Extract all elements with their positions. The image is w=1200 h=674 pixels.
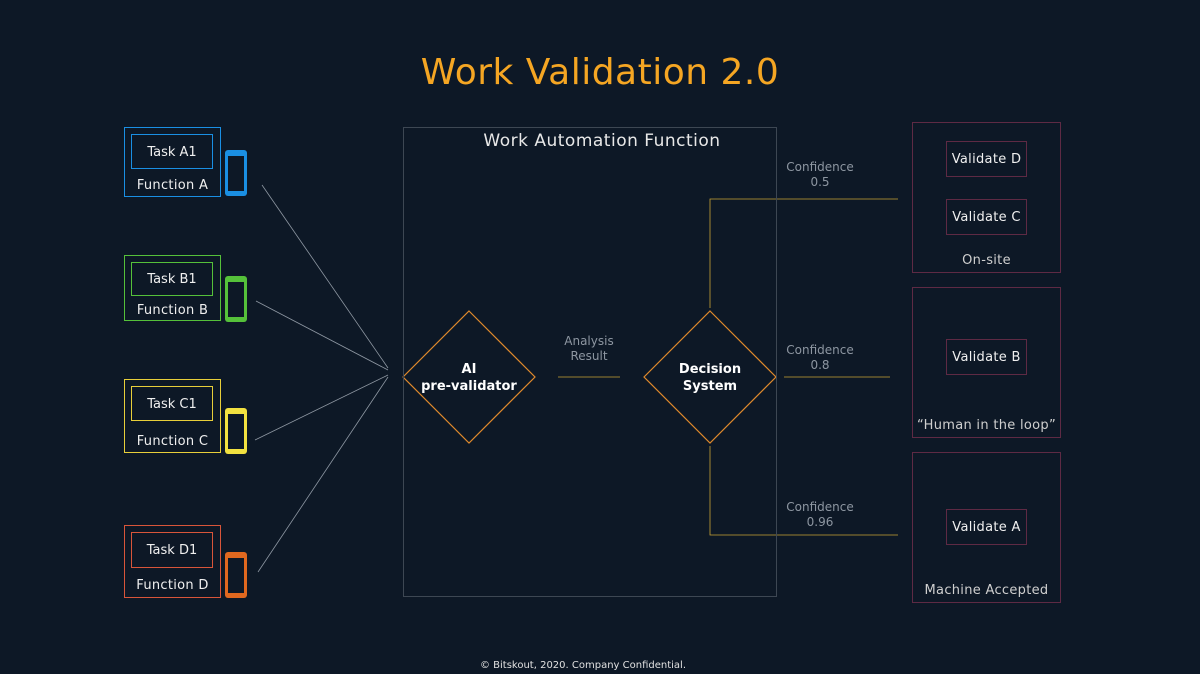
- automation-title: Work Automation Function: [483, 131, 721, 151]
- footer-copyright: © Bitskout, 2020. Company Confidential.: [479, 660, 687, 671]
- task-b1-label: Task B1: [147, 272, 197, 287]
- function-b-label: Function B: [136, 303, 209, 318]
- automation-frame: [403, 127, 777, 597]
- task-d1-label: Task D1: [146, 543, 198, 558]
- task-b1-box: Task B1: [131, 262, 213, 296]
- page-title: Work Validation 2.0: [420, 52, 780, 93]
- task-c1-box: Task C1: [131, 386, 213, 421]
- prevalidator-label: AI pre-validator: [421, 362, 517, 394]
- validate-b-label: Validate B: [952, 350, 1021, 365]
- machine-accepted-group: [912, 452, 1061, 603]
- validate-c-label: Validate C: [952, 210, 1021, 225]
- confidence-label-d: Confidence 0.5: [780, 160, 860, 190]
- confidence-label-b: Confidence 0.8: [780, 343, 860, 373]
- decision-label: Decision System: [678, 362, 742, 394]
- function-b-box: [124, 255, 221, 321]
- validate-d-label: Validate D: [951, 152, 1022, 167]
- phone-icon: [225, 150, 247, 196]
- confidence-value: 0.8: [810, 358, 830, 372]
- decision-to-validate-a: [709, 446, 898, 536]
- on-site-group: [912, 122, 1061, 273]
- confidence-value: 0.5: [810, 175, 830, 189]
- validate-a-box: Validate A: [946, 509, 1027, 545]
- confidence-value: 0.96: [806, 515, 834, 529]
- task-a1-label: Task A1: [147, 145, 197, 160]
- confidence-title: Confidence: [786, 160, 854, 174]
- function-d-box: [124, 525, 221, 598]
- line-function-d: [257, 376, 389, 573]
- function-d-label: Function D: [136, 578, 209, 593]
- on-site-label: On-site: [962, 253, 1011, 268]
- function-c-box: [124, 379, 221, 453]
- confidence-label-a: Confidence 0.96: [780, 500, 860, 530]
- task-c1-label: Task C1: [147, 397, 197, 412]
- confidence-title: Confidence: [786, 343, 854, 357]
- analysis-result-label: Analysis Result: [564, 334, 614, 363]
- function-a-label: Function A: [136, 178, 209, 193]
- task-d1-box: Task D1: [131, 532, 213, 568]
- line-function-b: [255, 300, 389, 371]
- phone-icon: [225, 276, 247, 322]
- validate-a-label: Validate A: [952, 520, 1021, 535]
- decision-diamond: [643, 310, 777, 444]
- human-in-loop-group: [912, 287, 1061, 438]
- decision-to-validate-d: [709, 198, 898, 308]
- confidence-title: Confidence: [786, 500, 854, 514]
- line-function-c: [254, 374, 389, 441]
- validate-c-box: Validate C: [946, 199, 1027, 235]
- task-a1-box: Task A1: [131, 134, 213, 169]
- validate-b-box: Validate B: [946, 339, 1027, 375]
- human-in-loop-label: “Human in the loop”: [916, 418, 1056, 433]
- line-function-a: [261, 184, 389, 369]
- validate-d-box: Validate D: [946, 141, 1027, 177]
- phone-icon: [225, 408, 247, 454]
- function-c-label: Function C: [136, 434, 209, 449]
- phone-icon: [225, 552, 247, 598]
- function-a-box: [124, 127, 221, 197]
- machine-accepted-label: Machine Accepted: [924, 583, 1049, 598]
- prevalidator-diamond: [402, 310, 536, 444]
